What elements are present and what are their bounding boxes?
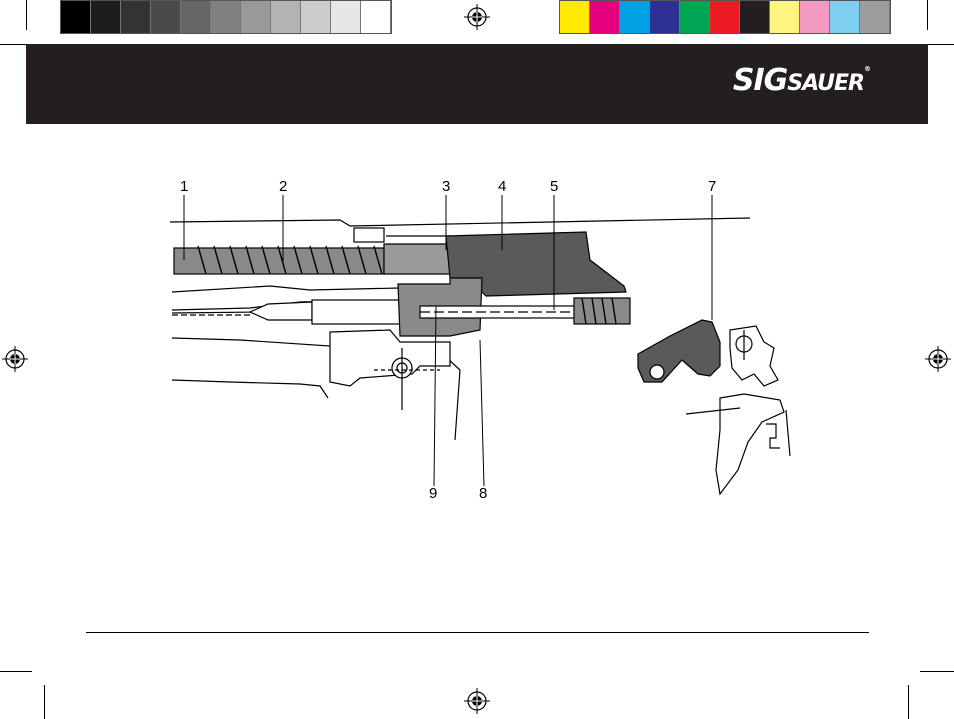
logo-sig: SIG [733,63,787,98]
color-swatch [620,1,650,33]
firearm-mechanism-diagram: 1 2 3 4 5 7 9 8 [150,170,810,510]
registration-mark-icon [464,4,490,30]
color-swatch [61,1,91,33]
slide-block [354,228,384,242]
color-swatch [121,1,151,33]
color-swatch [301,1,331,33]
crop-mark [0,44,26,45]
color-swatch [241,1,271,33]
crop-mark [44,685,45,719]
color-swatch [271,1,301,33]
frame-line-3 [172,312,260,313]
header-band: SIGSAUER® [26,44,928,124]
greyscale-color-bar [60,0,392,34]
leader-8 [480,340,484,486]
bullet [250,302,312,320]
locking-block [330,330,450,386]
color-swatch [590,1,620,33]
registration-mark-icon [925,346,951,372]
lower-rail-line [172,286,400,292]
trigger-bar [766,424,780,448]
registration-mark-icon [464,688,490,714]
sear [730,326,778,386]
callout-1: 1 [180,178,188,195]
color-swatch [211,1,241,33]
callout-2: 2 [279,178,287,195]
color-swatch [560,1,590,33]
color-swatch [650,1,680,33]
color-swatch [151,1,181,33]
crop-mark [927,0,928,30]
footer-rule [86,632,869,633]
color-swatch [331,1,361,33]
crop-mark [928,44,954,45]
sig-sauer-logo: SIGSAUER® [733,66,870,96]
crop-mark [26,0,27,30]
frame-line-2 [172,380,328,398]
cartridge-case [312,300,402,324]
color-swatch [860,1,890,33]
color-swatch [361,1,391,33]
color-swatch [91,1,121,33]
color-swatch [800,1,830,33]
crop-mark [908,685,909,719]
color-swatch [740,1,770,33]
color-swatch [770,1,800,33]
callout-4: 4 [498,178,506,195]
color-swatch [830,1,860,33]
callout-8: 8 [479,485,487,502]
registration-mark-icon [2,346,28,372]
process-color-bar [559,0,891,34]
color-swatch [181,1,211,33]
hammer-pivot [650,365,664,379]
callout-5: 5 [550,178,558,195]
callout-7: 7 [708,178,716,195]
top-rail-line [170,218,750,226]
crop-mark [920,671,954,672]
color-swatch [680,1,710,33]
logo-registered-mark: ® [864,65,870,73]
color-swatch [710,1,740,33]
logo-sauer: SAUER [787,71,864,96]
crop-mark [0,671,32,672]
callout-9: 9 [429,485,437,502]
callout-3: 3 [442,178,450,195]
